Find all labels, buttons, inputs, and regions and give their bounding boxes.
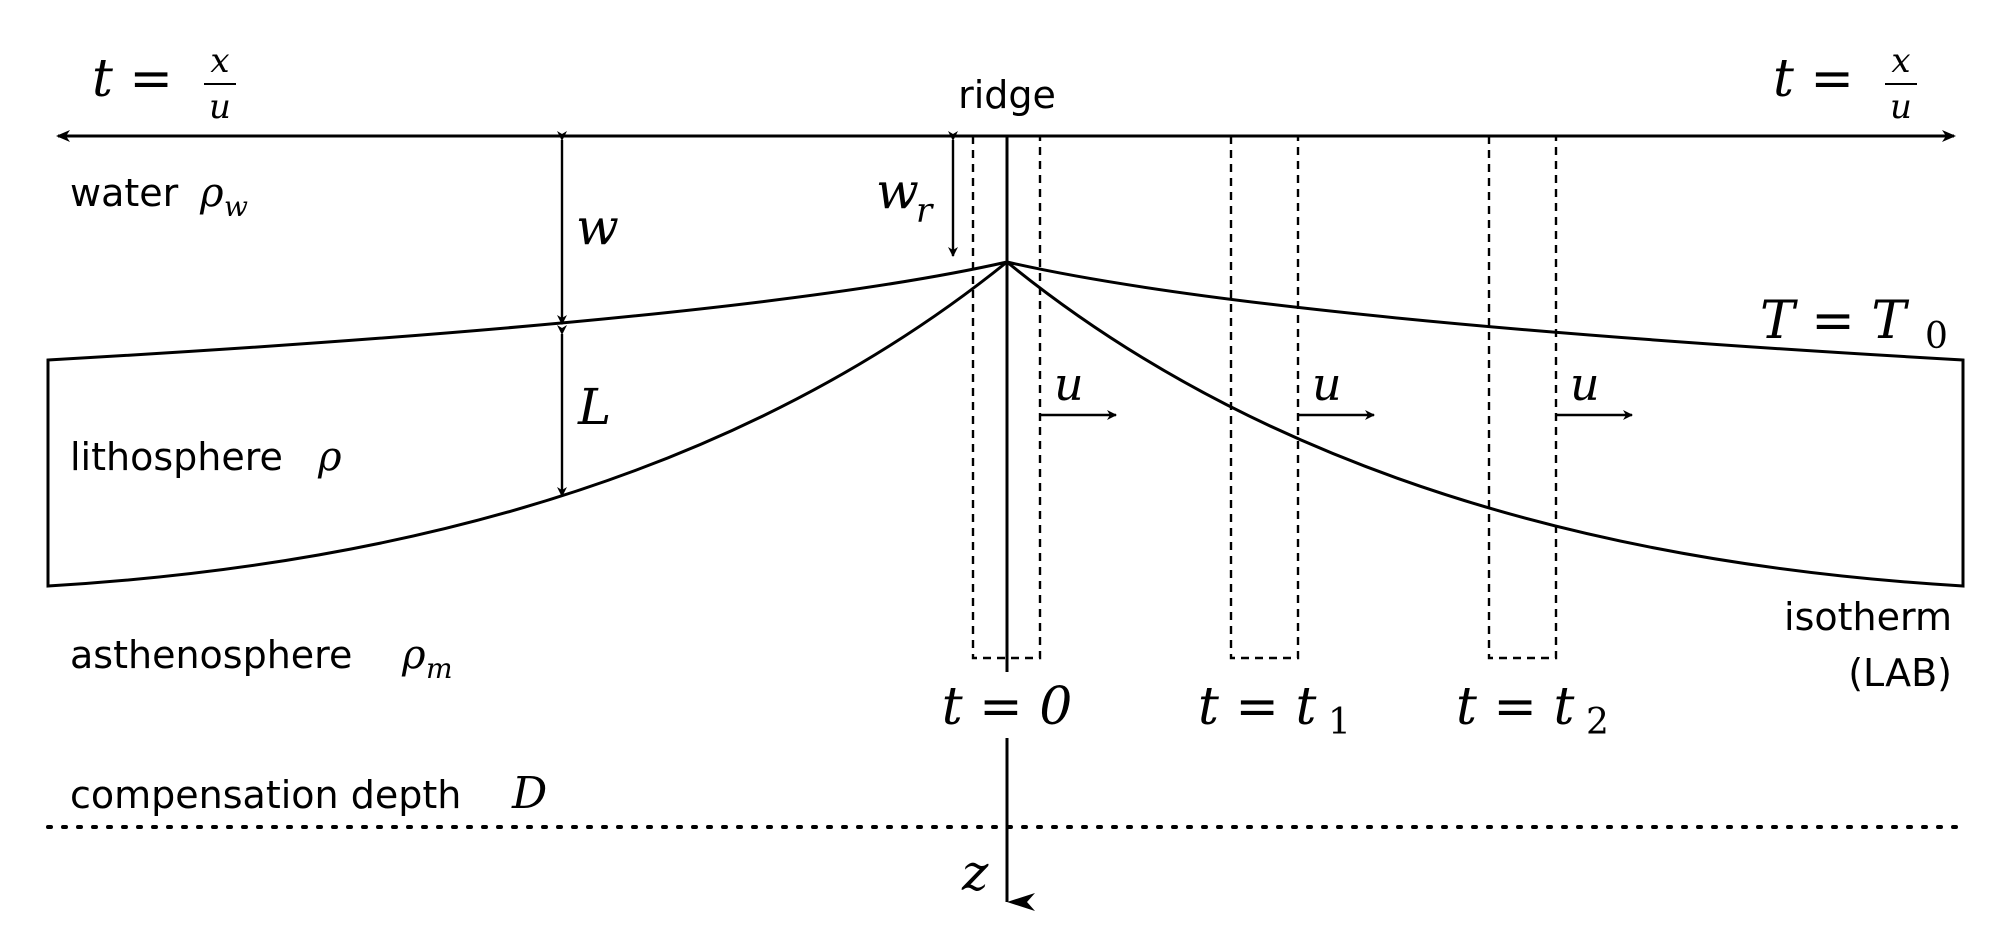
- water-density-subscript: w: [224, 190, 248, 223]
- column-t2: [1487, 136, 1558, 660]
- time-label-t1-subscript: 1: [1328, 702, 1351, 743]
- fraction-denominator-left: u: [209, 87, 231, 127]
- fraction-numerator-right: x: [1891, 41, 1910, 81]
- lithosphere-density-symbol: ρ: [317, 434, 342, 480]
- u-label-t1: u: [1312, 357, 1342, 411]
- time-label-t0: t = 0: [942, 677, 1073, 737]
- wr-subscript: r: [916, 191, 934, 231]
- u-label-t0: u: [1054, 357, 1084, 411]
- lithosphere-left: [46, 260, 1008, 588]
- ridge-label: ridge: [958, 73, 1056, 117]
- water-label: water: [70, 171, 179, 215]
- wr-label: w: [876, 162, 919, 220]
- time-label-t1: t = t: [1198, 677, 1317, 737]
- lab-label: (LAB): [1848, 651, 1952, 695]
- time-label-t2: t = t: [1456, 677, 1575, 737]
- time-label-t2-subscript: 2: [1586, 702, 1609, 743]
- compensation-depth-symbol: D: [511, 768, 547, 819]
- asthenosphere-density-symbol: ρ: [401, 632, 426, 678]
- asthenosphere-density-subscript: m: [426, 652, 453, 685]
- lithosphere-right: [1006, 260, 1965, 588]
- fraction-denominator-right: u: [1890, 87, 1912, 127]
- z-axis-label: z: [961, 844, 989, 902]
- compensation-depth-label: compensation depth: [70, 773, 461, 817]
- column-t1: [1229, 136, 1300, 660]
- lithosphere-label: lithosphere: [70, 435, 283, 479]
- time-label-right: t =: [1773, 49, 1854, 109]
- w-label: w: [576, 198, 619, 256]
- fraction-numerator-left: x: [210, 41, 229, 81]
- water-density-symbol: ρ: [199, 170, 224, 216]
- L-label: L: [577, 378, 611, 436]
- asthenosphere-label: asthenosphere: [70, 633, 352, 677]
- isotherm-surface-subscript: 0: [1925, 316, 1948, 357]
- isotherm-surface-label: T = T: [1760, 291, 1909, 351]
- time-label-left: t =: [92, 49, 173, 109]
- u-label-t2: u: [1570, 357, 1600, 411]
- isotherm-label: isotherm: [1784, 595, 1952, 639]
